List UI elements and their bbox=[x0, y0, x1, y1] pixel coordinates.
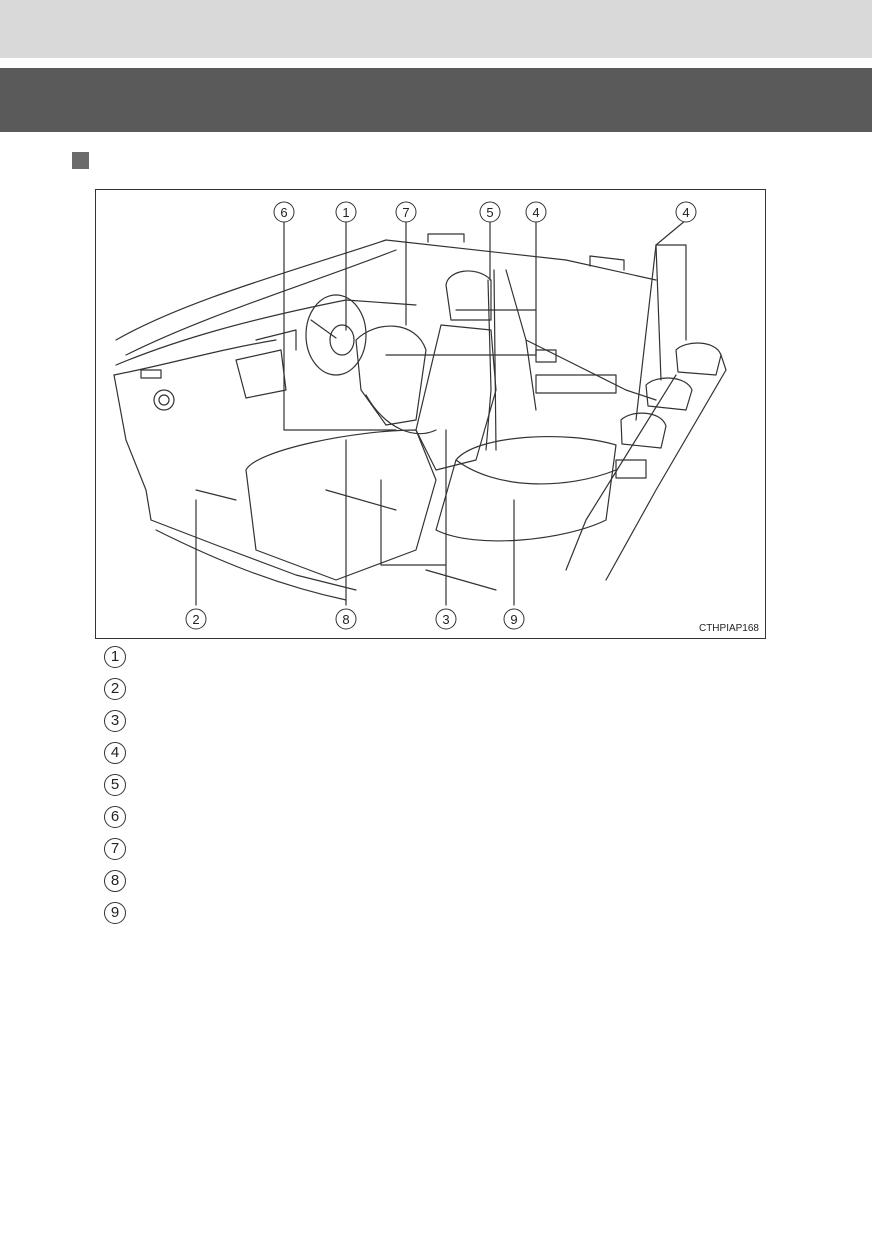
callout-4a: 4 bbox=[532, 205, 539, 220]
car-interior-drawing: 6 1 7 5 4 4 2 8 3 9 bbox=[113, 201, 727, 630]
header-band bbox=[0, 0, 872, 58]
legend-item: 2 bbox=[104, 678, 704, 704]
legend-number: 1 bbox=[104, 646, 126, 668]
legend-item: 6 bbox=[104, 806, 704, 832]
legend-item: 8 bbox=[104, 870, 704, 896]
callout-8: 8 bbox=[342, 612, 349, 627]
section-marker-icon bbox=[72, 152, 89, 169]
legend-number: 5 bbox=[104, 774, 126, 796]
legend-number: 3 bbox=[104, 710, 126, 732]
legend-number: 7 bbox=[104, 838, 126, 860]
legend-item: 9 bbox=[104, 902, 704, 928]
legend-item: 5 bbox=[104, 774, 704, 800]
legend-number: 6 bbox=[104, 806, 126, 828]
callout-5: 5 bbox=[486, 205, 493, 220]
figure-code: CTHPIAP168 bbox=[698, 623, 759, 634]
callout-9: 9 bbox=[510, 612, 517, 627]
callout-3: 3 bbox=[442, 612, 449, 627]
callout-1: 1 bbox=[342, 205, 349, 220]
callout-6: 6 bbox=[280, 205, 287, 220]
interior-illustration: 6 1 7 5 4 4 2 8 3 9 CTHPIAP168 bbox=[95, 189, 766, 639]
callout-7: 7 bbox=[402, 205, 409, 220]
legend-number: 9 bbox=[104, 902, 126, 924]
legend-item: 1 bbox=[104, 646, 704, 672]
legend-item: 4 bbox=[104, 742, 704, 768]
legend-number: 2 bbox=[104, 678, 126, 700]
callout-2: 2 bbox=[192, 612, 199, 627]
figure-callouts: 6 1 7 5 4 4 2 8 3 9 bbox=[185, 201, 697, 630]
callout-4b: 4 bbox=[682, 205, 689, 220]
section-title-band bbox=[0, 68, 872, 132]
legend-number: 8 bbox=[104, 870, 126, 892]
legend-item: 7 bbox=[104, 838, 704, 864]
legend-item: 3 bbox=[104, 710, 704, 736]
legend-number: 4 bbox=[104, 742, 126, 764]
